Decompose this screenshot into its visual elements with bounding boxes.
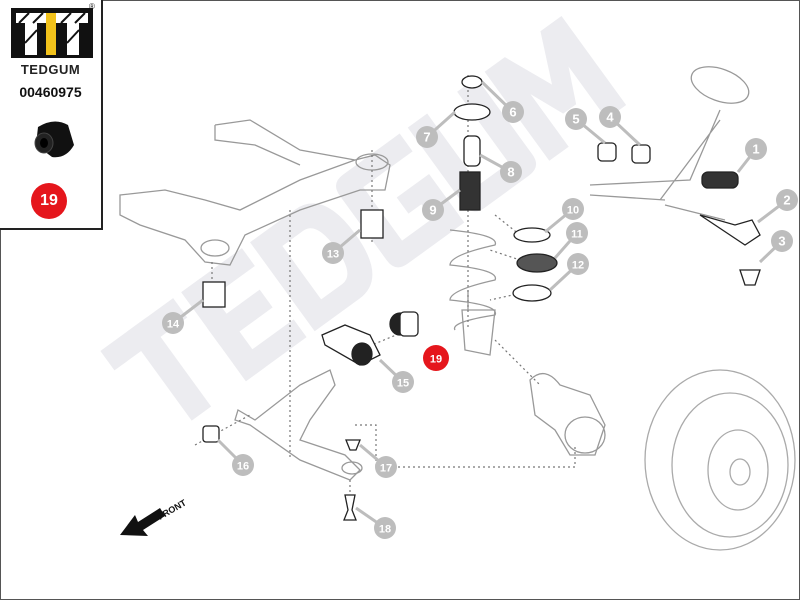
callout-label: 2 bbox=[783, 193, 790, 208]
part-1-boot bbox=[701, 171, 739, 189]
steering-column bbox=[589, 109, 721, 201]
callout-2 bbox=[776, 189, 798, 211]
part-9-dust-boot bbox=[459, 171, 481, 211]
callout-16 bbox=[232, 454, 254, 476]
product-info-panel: ® TEDGUM 00460975 19 bbox=[0, 0, 103, 230]
position-badge: 19 bbox=[31, 183, 67, 219]
callout-12 bbox=[567, 253, 589, 275]
callout-label: 8 bbox=[507, 165, 514, 180]
part-17-balljoint bbox=[345, 439, 361, 451]
part-14-bushing bbox=[202, 281, 226, 308]
callout-4 bbox=[599, 106, 621, 128]
registered-mark: ® bbox=[89, 2, 95, 11]
callout-label: 12 bbox=[572, 260, 584, 272]
callout-1 bbox=[745, 138, 767, 160]
callout-6 bbox=[502, 101, 524, 123]
lower-control-arm bbox=[234, 369, 361, 481]
callout-label: 9 bbox=[429, 203, 436, 218]
callout-label: 16 bbox=[237, 461, 249, 473]
callout-3 bbox=[771, 230, 793, 252]
part-18-bolt bbox=[343, 494, 357, 521]
callout-label: 5 bbox=[572, 112, 579, 127]
part-5-bushing bbox=[597, 142, 617, 162]
callout-14 bbox=[162, 312, 184, 334]
part-2-tie-rod-end bbox=[699, 214, 761, 246]
callout-label: 15 bbox=[397, 378, 409, 390]
part-8-bump-stop bbox=[463, 135, 481, 167]
callout-7 bbox=[416, 126, 438, 148]
callout-label: 14 bbox=[167, 319, 180, 331]
part-3-dust-cap bbox=[739, 269, 761, 286]
callout-15 bbox=[392, 371, 414, 393]
part-12-seat bbox=[512, 284, 552, 302]
product-image-bushing bbox=[34, 121, 74, 158]
callout-11 bbox=[566, 222, 588, 244]
brand-name: TEDGUM bbox=[20, 62, 81, 77]
tedgum-logo bbox=[11, 8, 93, 58]
callout-label: 4 bbox=[606, 110, 614, 125]
part-4-bushing bbox=[631, 144, 651, 164]
callout-label: 17 bbox=[380, 463, 392, 475]
part-number: 00460975 bbox=[19, 84, 82, 100]
strut-spring bbox=[449, 229, 497, 331]
callout-19 bbox=[423, 345, 449, 371]
callout-label: 6 bbox=[509, 105, 516, 120]
callout-9 bbox=[422, 199, 444, 221]
callout-label: 19 bbox=[430, 354, 442, 366]
front-arrow: FRONT bbox=[120, 497, 188, 536]
callout-17 bbox=[375, 456, 397, 478]
callout-label: 18 bbox=[379, 524, 391, 536]
callout-13 bbox=[322, 242, 344, 264]
callout-label: 3 bbox=[778, 234, 785, 249]
part-7-top-mount bbox=[453, 103, 491, 121]
callout-label: 11 bbox=[571, 229, 583, 241]
steering-knuckle bbox=[529, 373, 606, 456]
callout-8 bbox=[500, 161, 522, 183]
callout-label: 10 bbox=[567, 205, 579, 217]
callout-10 bbox=[562, 198, 584, 220]
front-label: FRONT bbox=[156, 497, 188, 521]
callout-label: 13 bbox=[327, 249, 339, 261]
callout-18 bbox=[374, 517, 396, 539]
callout-label: 7 bbox=[423, 130, 430, 145]
wheel bbox=[644, 369, 796, 551]
part-13-bushing bbox=[360, 209, 384, 239]
part-11-bearing bbox=[516, 253, 558, 273]
callout-label: 1 bbox=[752, 142, 759, 157]
part-6-mount bbox=[461, 75, 483, 89]
part-16-bushing bbox=[202, 425, 220, 443]
callout-5 bbox=[565, 108, 587, 130]
part-10-seat bbox=[513, 227, 551, 243]
